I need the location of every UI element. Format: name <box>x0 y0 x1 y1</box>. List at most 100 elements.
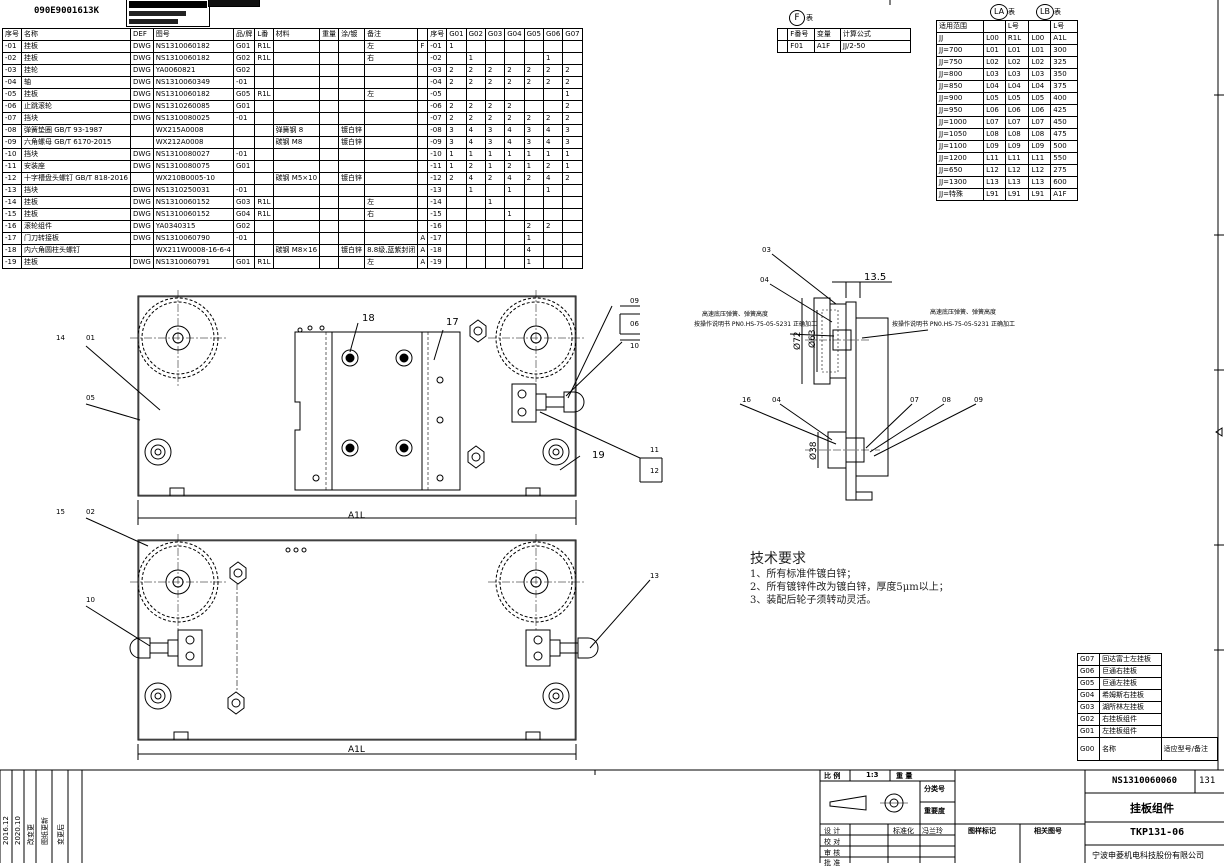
callout-16: 16 <box>742 396 751 404</box>
la-row-header-cell: L号 <box>1050 20 1078 33</box>
callout-03: 03 <box>762 246 771 254</box>
ref-drawing-label: 相关图号 <box>1034 827 1062 835</box>
callout-18: 18 <box>362 313 375 324</box>
la-row-cell: 275 <box>1050 164 1078 177</box>
revision-line-3: 改变更 <box>27 824 35 845</box>
parts-row-cell <box>562 256 583 269</box>
variant-row-cell: G05 <box>1076 677 1101 690</box>
header-note-line <box>208 0 260 7</box>
variant-row-cell: 左挂板组件 <box>1099 725 1162 738</box>
class-label: 分类号 <box>924 785 945 793</box>
la-row-cell: L02 <box>983 56 1006 69</box>
callout-04b: 04 <box>772 396 781 404</box>
tech-item-3: 3、装配后轮子须转动灵活。 <box>750 595 877 606</box>
drawing-number-top: 090E9001613K <box>34 6 100 16</box>
parts-row-cell: -19 <box>427 256 448 269</box>
parts-row-cell: R1L <box>254 256 274 269</box>
callout-19: 19 <box>592 450 605 461</box>
la-row-cell: L91 <box>1004 188 1030 201</box>
callout-09b: 09 <box>974 396 983 404</box>
parts-row-cell: 3 <box>562 124 583 137</box>
callout-05: 05 <box>86 394 95 402</box>
header-note-line <box>129 1 207 8</box>
variant-row-cell: 右挂板组件 <box>1099 713 1162 726</box>
f-table-marker: F <box>789 10 805 26</box>
dimension-13-5: 13.5 <box>864 272 886 283</box>
callout-06: 06 <box>630 320 639 328</box>
bottom-view-plate <box>137 539 577 741</box>
parts-row-cell: G01 <box>232 256 256 269</box>
dimension-d63: Ø63 <box>807 329 818 348</box>
variant-row-cell: 巨通左挂板 <box>1099 677 1162 690</box>
revision-line-4: 图纸更新 <box>41 817 49 845</box>
drawing-code: TKP131-06 <box>1130 827 1185 838</box>
projection-symbol-icon <box>829 795 867 811</box>
variant-footer-cell: G00 <box>1076 737 1101 761</box>
variant-row-cell: 希姆斯右挂板 <box>1099 689 1162 702</box>
scale-label: 比 例 <box>824 772 841 780</box>
la-row-cell: A1F <box>1050 188 1078 201</box>
f-row-cell: A1F <box>813 40 841 53</box>
parts-row-cell: 挂板 <box>20 256 132 269</box>
side-view <box>739 253 977 501</box>
sheet-number: 131 <box>1199 776 1216 786</box>
tech-item-1: 1、所有标准件镀白锌； <box>750 569 857 580</box>
callout-13: 13 <box>650 572 659 580</box>
ref-mark-label: 图样标记 <box>968 827 996 835</box>
la-row-cell: L91 <box>1028 188 1052 201</box>
f-row-cell: JJ/2-50 <box>839 40 912 53</box>
note-left-2: 按操作说明书 PN0.HS-75-05-5231 正确加工 <box>694 320 817 328</box>
variant-row-cell: G02 <box>1076 713 1101 726</box>
la-row-cell: L06 <box>1028 104 1052 117</box>
callout-01: 01 <box>86 334 95 342</box>
lb-suffix: 表 <box>1054 8 1061 16</box>
variant-row-cell: G04 <box>1076 689 1101 702</box>
importance-label: 重要度 <box>924 807 945 815</box>
callout-08: 08 <box>942 396 951 404</box>
callout-15: 15 <box>56 508 65 516</box>
parts-row-cell: 1 <box>523 256 544 269</box>
variant-row-cell: 巨通右挂板 <box>1099 665 1162 678</box>
callout-11: 11 <box>650 446 659 454</box>
review-label: 审 核 <box>824 849 841 857</box>
la-row-cell: L12 <box>1028 164 1052 177</box>
la-row-cell: 400 <box>1050 92 1078 105</box>
revision-line-1: 2016.12 <box>2 816 10 845</box>
wheel-left-top <box>130 290 226 386</box>
la-row-cell: L00 <box>1028 32 1052 45</box>
nut-icon <box>469 319 487 343</box>
design-label: 设 计 <box>824 827 841 835</box>
tech-item-2: 2、所有镀锌件改为镀白锌，厚度5μm以上； <box>750 582 949 593</box>
front-view-plate <box>137 295 577 497</box>
header-notes-box <box>126 0 210 27</box>
callout-09: 09 <box>630 297 639 305</box>
revision-line-2: 2020.10 <box>14 816 22 845</box>
dimension-d72: Ø72 <box>792 331 803 350</box>
revision-line-5: 变更后 <box>57 824 65 845</box>
callout-10: 10 <box>630 342 639 350</box>
la-row-cell: L91 <box>983 188 1006 201</box>
header-note-line <box>129 11 187 16</box>
arrow-icon <box>1215 427 1223 437</box>
variant-footer-cell: 名称 <box>1099 737 1162 761</box>
